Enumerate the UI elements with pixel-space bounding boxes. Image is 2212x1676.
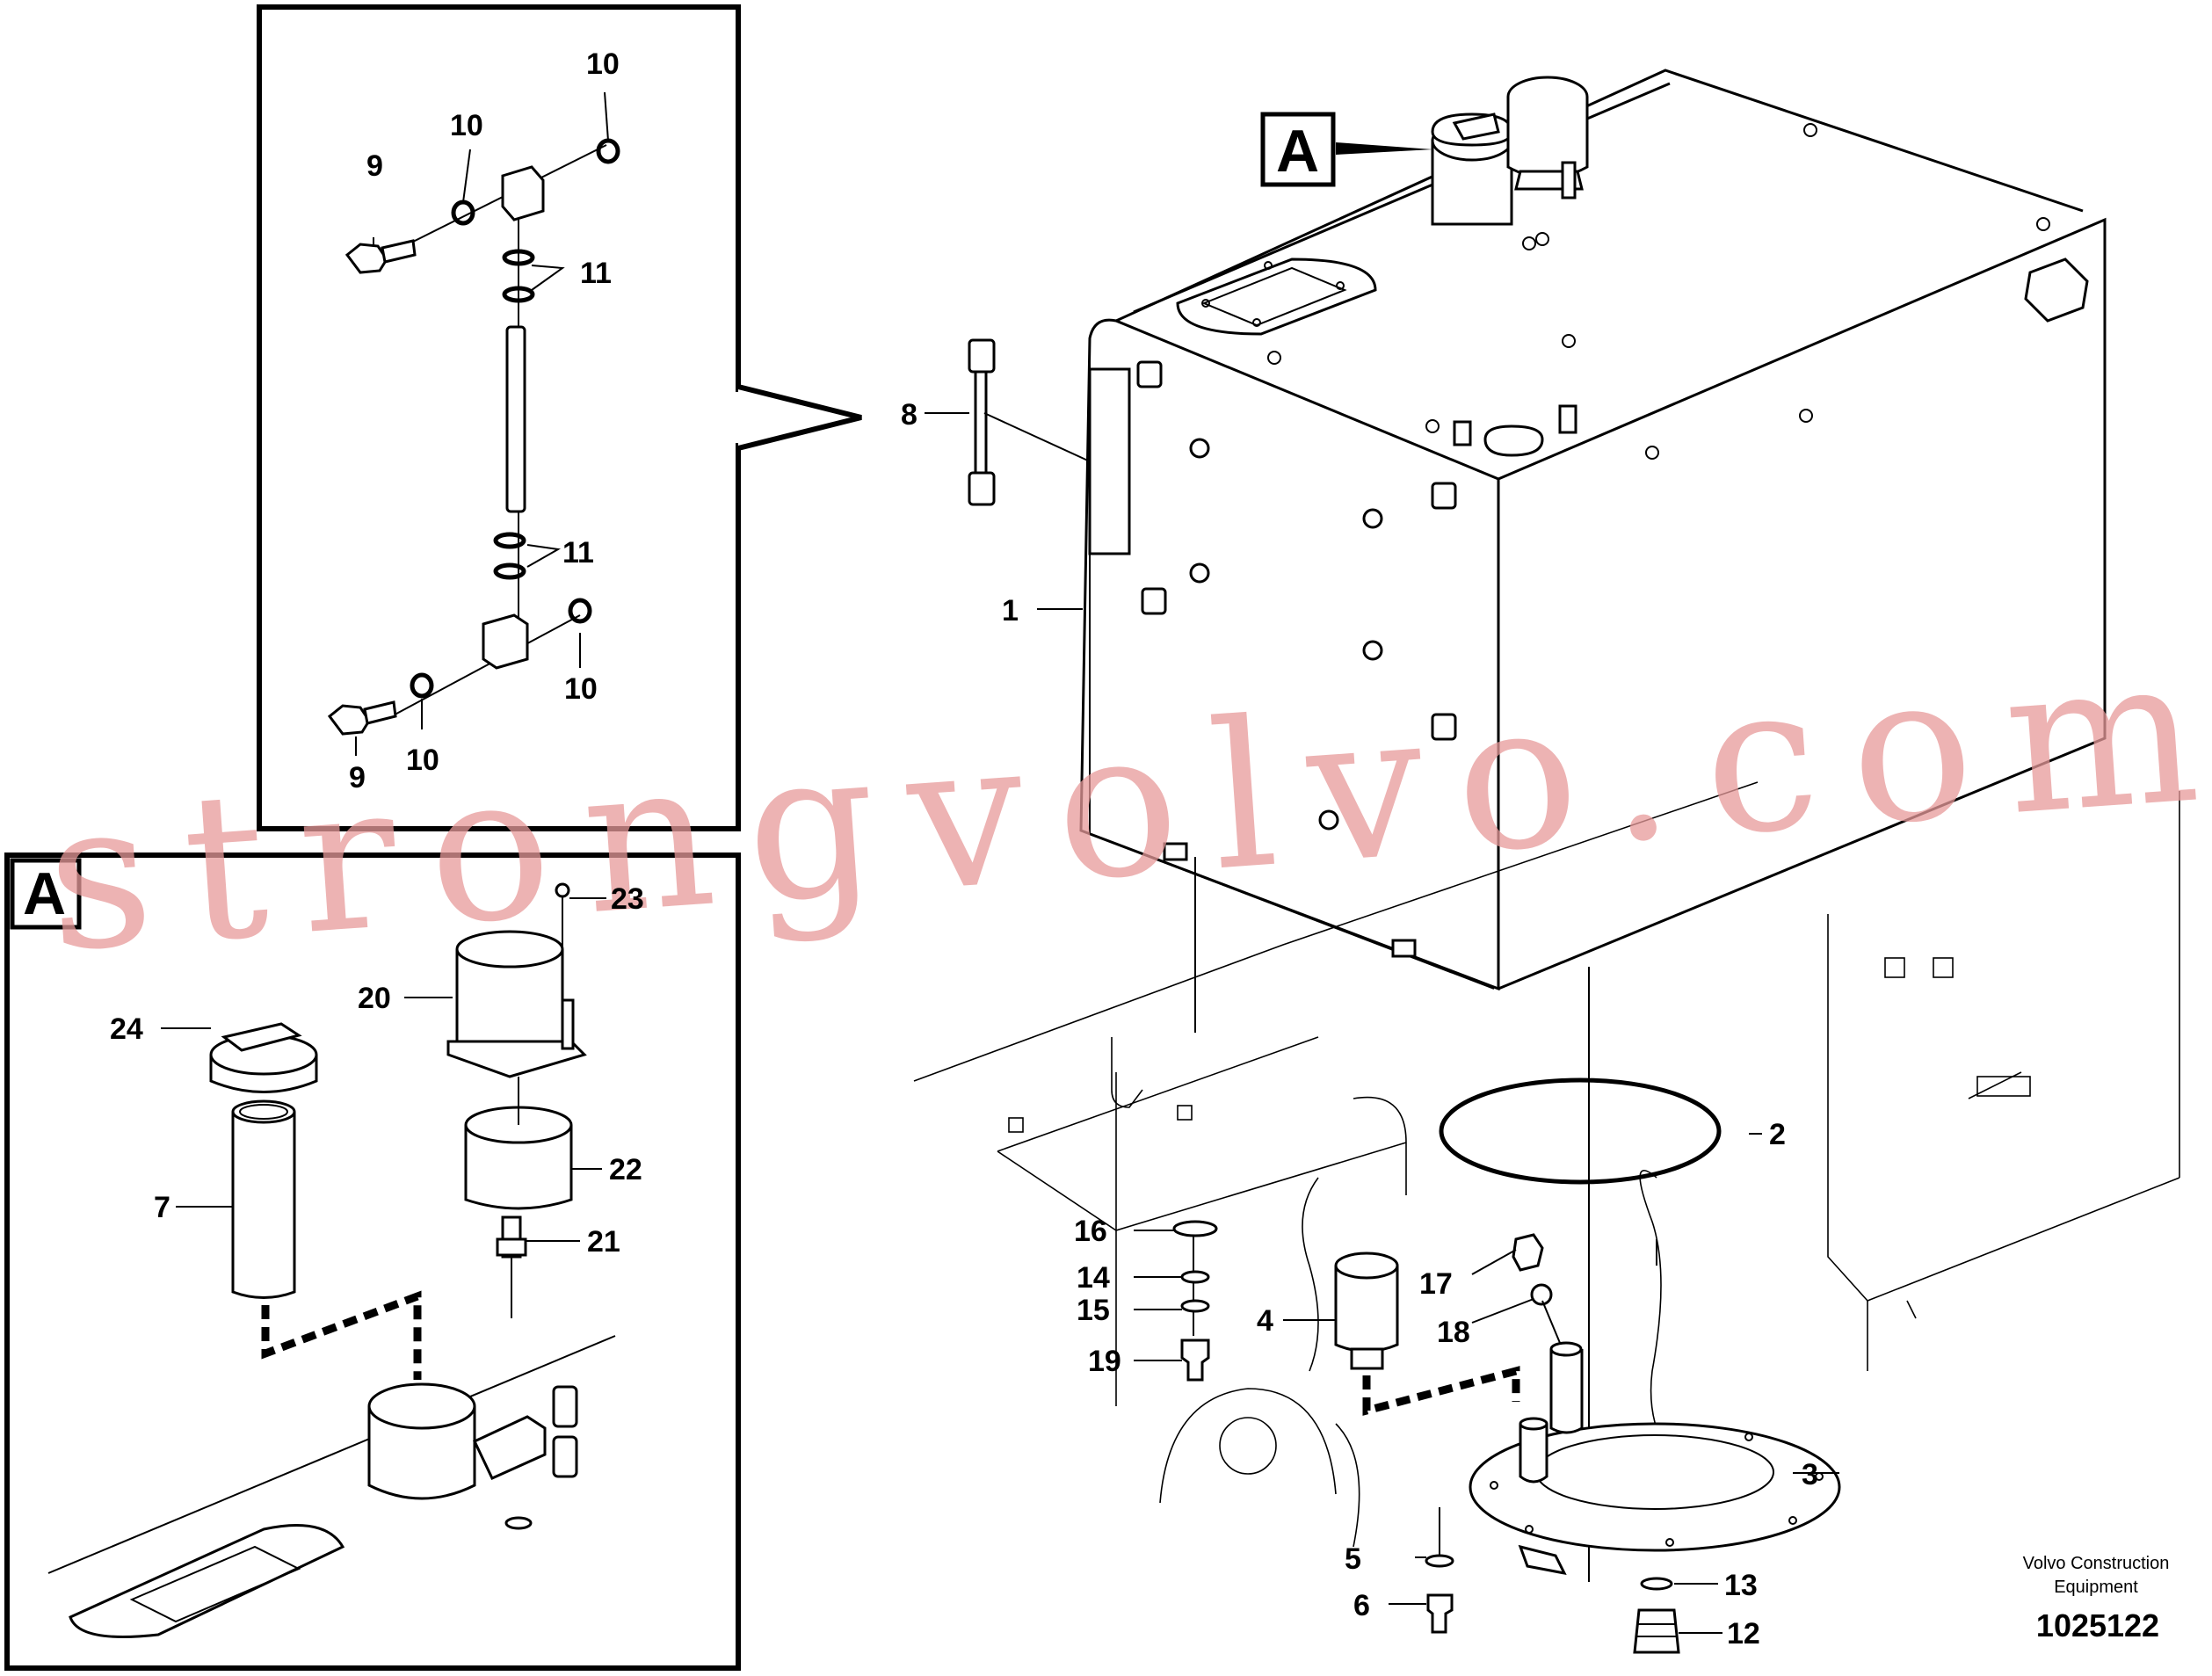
callout-10-top-left: 10 bbox=[450, 109, 483, 142]
callout-19: 19 bbox=[1088, 1345, 1121, 1378]
bolt-stack-left bbox=[1172, 1220, 1218, 1382]
callout-23: 23 bbox=[611, 882, 644, 916]
lower-hardware bbox=[1425, 1554, 1680, 1654]
callout-10-top-right: 10 bbox=[586, 47, 620, 81]
hydraulic-tank bbox=[1079, 69, 2107, 991]
callout-10-bottom-left: 10 bbox=[406, 744, 439, 777]
callout-11-bottom: 11 bbox=[562, 536, 594, 570]
callout-17: 17 bbox=[1419, 1267, 1453, 1301]
manufacturer-line-2: Equipment bbox=[2054, 1578, 2138, 1597]
hose-dashed-left bbox=[261, 1290, 422, 1380]
callout-10-bottom-right: 10 bbox=[564, 672, 598, 706]
callout-8: 8 bbox=[901, 398, 917, 432]
detail-box-view-a bbox=[4, 853, 741, 1671]
callout-12: 12 bbox=[1727, 1617, 1760, 1651]
callout-6: 6 bbox=[1353, 1589, 1370, 1622]
callout-7: 7 bbox=[154, 1191, 170, 1224]
callout-21: 21 bbox=[587, 1225, 620, 1259]
level-gauge-8 bbox=[968, 338, 1091, 506]
fitting-17-18 bbox=[1512, 1233, 1565, 1354]
callout-16: 16 bbox=[1074, 1215, 1107, 1248]
callout-1: 1 bbox=[1002, 594, 1019, 628]
callout-18: 18 bbox=[1437, 1316, 1470, 1349]
callout-3: 3 bbox=[1802, 1458, 1818, 1491]
callout-13: 13 bbox=[1724, 1569, 1758, 1602]
detail-view-label: A bbox=[23, 860, 66, 927]
callout-20: 20 bbox=[358, 982, 391, 1015]
o-ring-2 bbox=[1439, 1077, 1722, 1185]
strainer-flange-3 bbox=[1469, 1341, 1841, 1576]
callout-11-top: 11 bbox=[580, 257, 612, 290]
callout-4: 4 bbox=[1257, 1304, 1273, 1338]
hose-dashed-right bbox=[1362, 1366, 1520, 1416]
document-number: 1025122 bbox=[2036, 1607, 2159, 1643]
manufacturer-line-1: Volvo Construction bbox=[2023, 1554, 2170, 1573]
callout-14: 14 bbox=[1077, 1261, 1110, 1295]
callout-24: 24 bbox=[110, 1012, 143, 1046]
detail-box-gauge bbox=[257, 4, 862, 831]
callout-9-bottom: 9 bbox=[349, 761, 366, 794]
callout-leaders bbox=[161, 91, 1839, 1634]
callout-9-top: 9 bbox=[366, 149, 383, 183]
filter-4 bbox=[1334, 1252, 1399, 1370]
footer: Volvo Construction Equipment 1025122 bbox=[2023, 1554, 2170, 1643]
callout-5: 5 bbox=[1345, 1542, 1361, 1576]
detail-reference-label: A bbox=[1276, 118, 1319, 185]
callout-2: 2 bbox=[1769, 1118, 1786, 1151]
callout-numbers: 1 2 3 4 5 6 7 8 12 13 14 15 16 17 18 19 … bbox=[110, 47, 1818, 1651]
ref-box-a bbox=[1260, 112, 1432, 187]
callout-22: 22 bbox=[609, 1153, 642, 1186]
callout-15: 15 bbox=[1077, 1294, 1110, 1327]
